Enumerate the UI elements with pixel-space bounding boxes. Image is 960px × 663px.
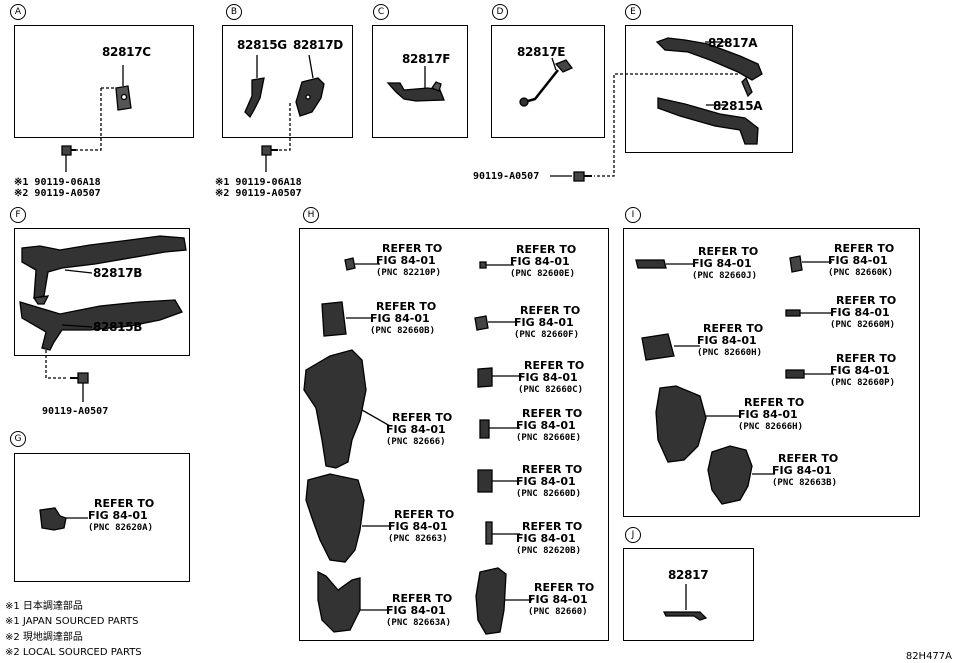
bracket-82815a-shape xyxy=(657,97,759,145)
bracket-82817f-shape xyxy=(386,81,445,102)
section-letter-g: G xyxy=(10,431,26,447)
bracket-82815b-shape xyxy=(19,299,183,351)
part-number-82815b: 82815B xyxy=(93,320,143,334)
part-number-82817f: 82817F xyxy=(402,52,451,66)
part-number-82817b: 82817B xyxy=(93,266,143,280)
i-parts-shapes xyxy=(635,255,834,505)
section-letter-e: E xyxy=(625,4,641,20)
part-number-82817: 82817 xyxy=(668,568,709,582)
section-letter-a: A xyxy=(10,4,26,20)
bracket-82815g-shape xyxy=(244,77,265,119)
section-letter-j: J xyxy=(625,527,641,543)
bolt-number-f: 90119-A0507 xyxy=(42,406,109,417)
h-parts-shapes xyxy=(303,257,532,635)
bracket-82817c-shape xyxy=(115,65,132,111)
bolt-number-e: 90119-A0507 xyxy=(473,171,540,182)
clip-82817-shape xyxy=(662,611,708,621)
legend-line-3: ※2 現地調達部品 xyxy=(5,632,83,643)
note-b-2: ※2 90119-A0507 xyxy=(215,188,302,199)
panel-a xyxy=(14,25,194,138)
section-letter-b: B xyxy=(226,4,242,20)
bracket-82817a-shape xyxy=(655,37,763,98)
section-letter-d: D xyxy=(492,4,508,20)
bolt-a-shape xyxy=(61,145,76,172)
legend-line-1: ※1 日本調達部品 xyxy=(5,601,83,612)
panel-i xyxy=(623,228,920,517)
section-letter-c: C xyxy=(373,4,389,20)
drawing-code: 82H477A xyxy=(905,651,952,662)
legend-line-4: ※2 LOCAL SOURCED PARTS xyxy=(5,647,142,658)
panel-c xyxy=(372,25,468,138)
legend-line-2: ※1 JAPAN SOURCED PARTS xyxy=(5,616,139,627)
section-letter-h: H xyxy=(303,207,319,223)
section-letter-i: I xyxy=(625,207,641,223)
bolt-f-shape xyxy=(70,372,89,402)
stay-82817e-shape xyxy=(519,59,574,107)
panel-j xyxy=(623,548,754,641)
note-b-1: ※1 90119-06A18 xyxy=(215,177,302,188)
panel-b xyxy=(222,25,353,138)
bolt-b-shape xyxy=(261,145,278,172)
part-number-82817a: 82817A xyxy=(708,36,758,50)
part-number-82817d: 82817D xyxy=(293,38,343,52)
note-a-2: ※2 90119-A0507 xyxy=(14,188,101,199)
note-a-1: ※1 90119-06A18 xyxy=(14,177,101,188)
bolt-e-shape xyxy=(550,171,592,182)
bracket-82817b-shape xyxy=(21,235,187,305)
part-number-82815a: 82815A xyxy=(713,99,763,113)
part-number-82817c: 82817C xyxy=(102,45,151,59)
section-letter-f: F xyxy=(10,207,26,223)
part-number-82815g: 82815G xyxy=(237,38,287,52)
bracket-82817d-shape xyxy=(295,77,325,117)
connector-82620a-shape xyxy=(39,507,88,531)
part-number-82817e: 82817E xyxy=(517,45,566,59)
